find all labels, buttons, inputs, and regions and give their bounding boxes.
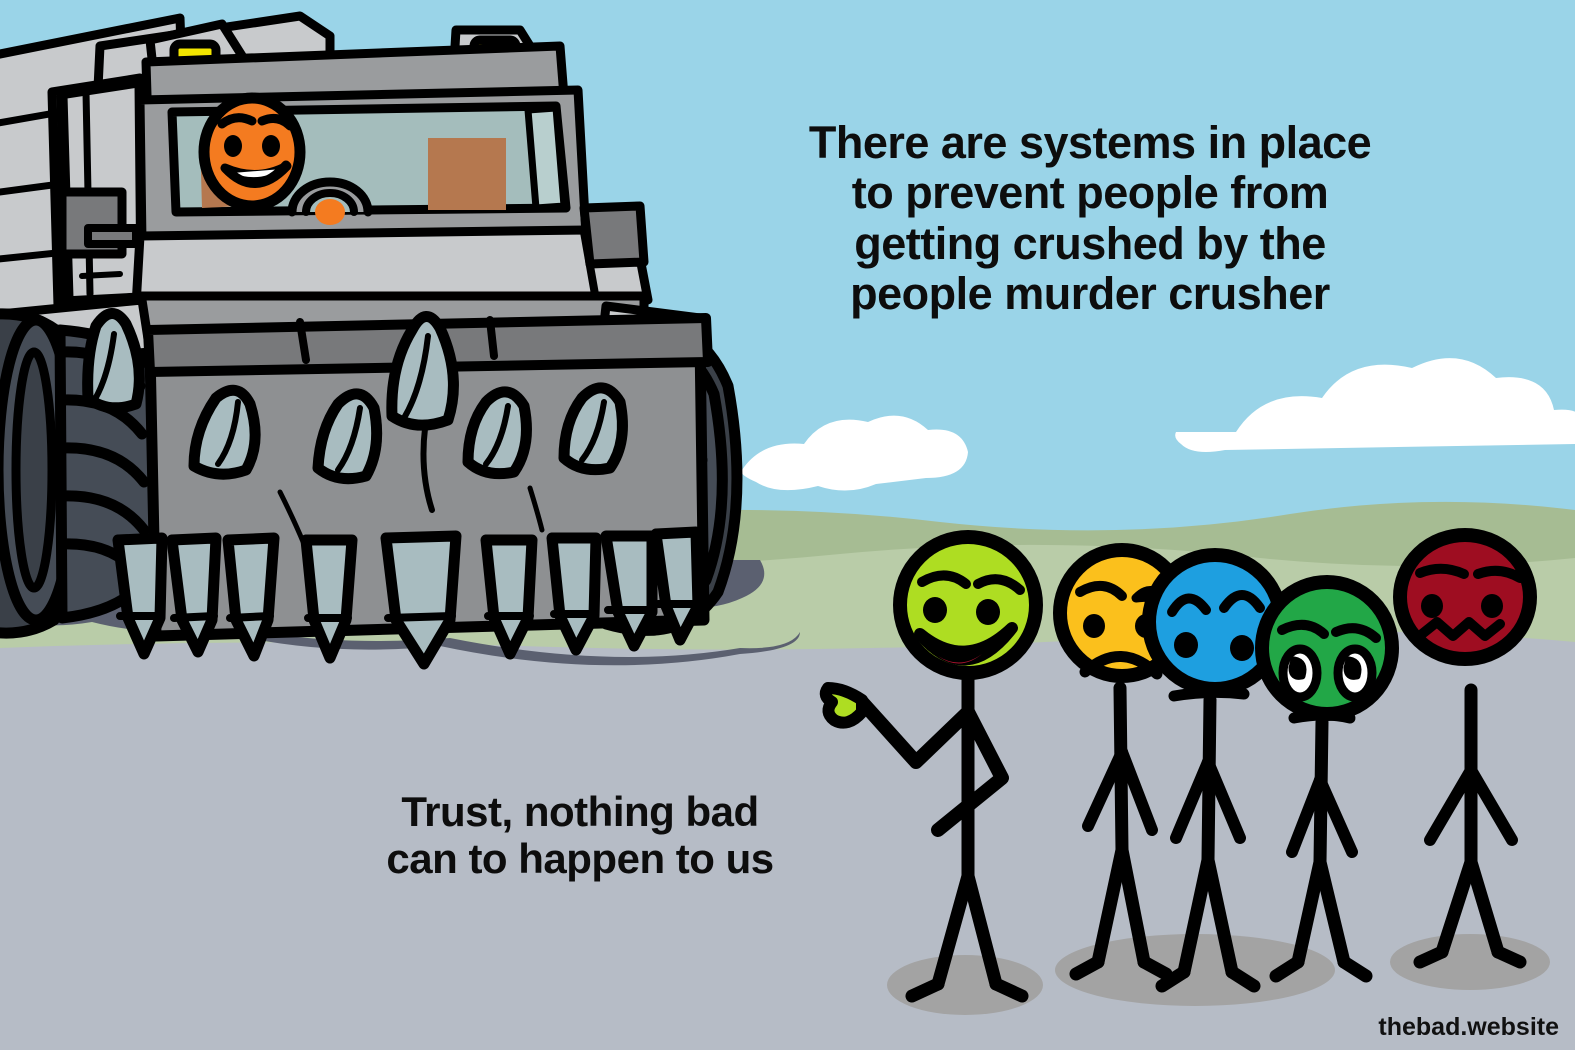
figure-red <box>1393 528 1537 969</box>
shadow-group <box>1055 934 1335 1006</box>
shadow-red <box>1390 934 1550 990</box>
figure-lime <box>819 530 1043 1003</box>
crusher-lower-teeth <box>112 526 704 670</box>
cloud-right <box>1175 358 1575 452</box>
figure-green <box>1255 575 1399 983</box>
shadow-lime <box>887 955 1043 1015</box>
figure-blue <box>1142 548 1288 993</box>
people-murder-crusher <box>0 11 743 670</box>
cloud-left <box>741 415 968 491</box>
